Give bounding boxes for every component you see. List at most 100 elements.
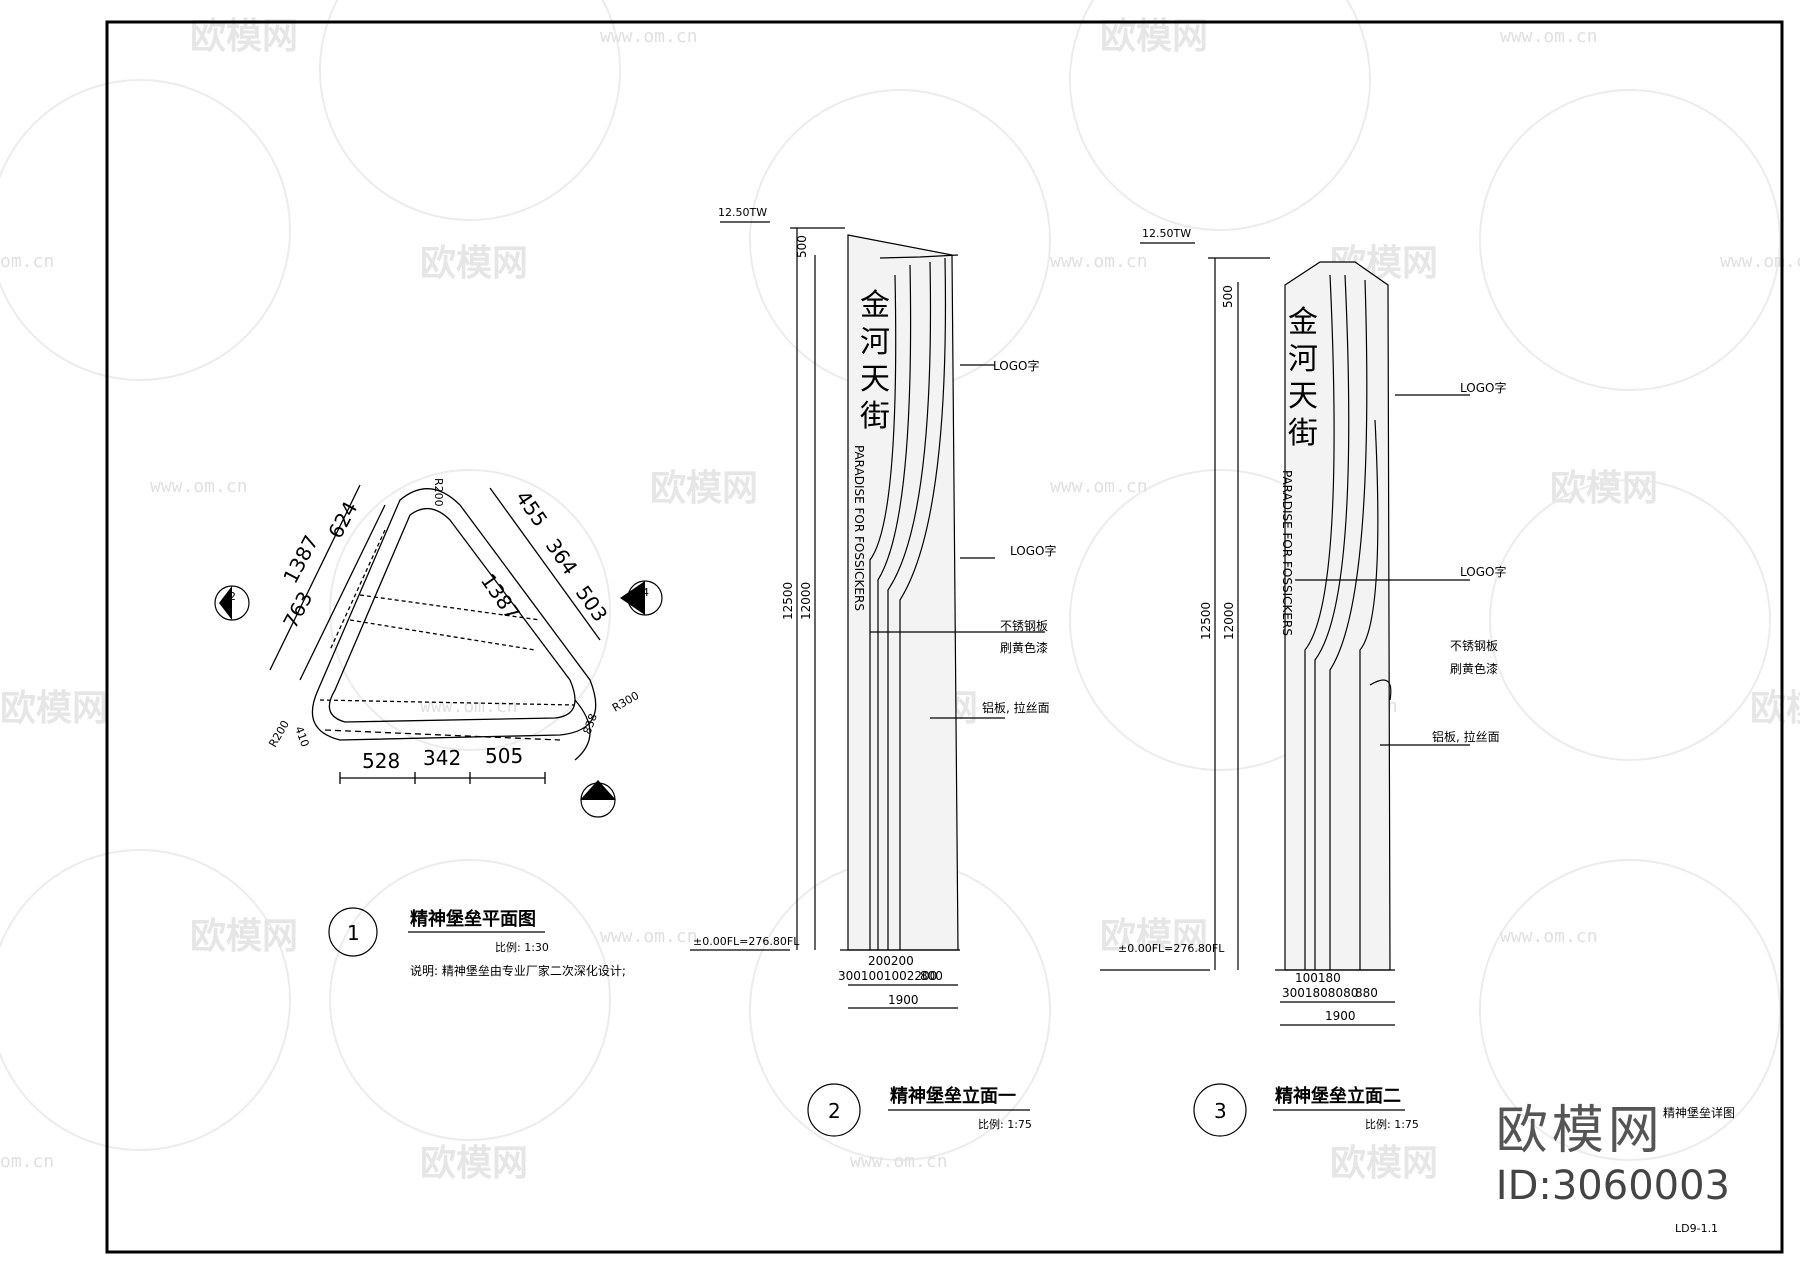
elevation-2-labels: 12.50TW ±0.00FL=276.80FL 500 12500 12000…	[1118, 227, 1506, 1023]
radius-r200-top: R200	[432, 478, 445, 507]
svg-text:3: 3	[595, 785, 602, 798]
watermark-layer: 欧模网 欧模网 欧模网 欧模网 欧模网 欧模网 欧模网 欧模网 欧模网 欧模网 …	[0, 0, 1800, 1184]
elev1-title: 精神堡垒立面一	[890, 1085, 1016, 1107]
elev1-hdim-row: 3001001002200	[838, 969, 937, 983]
watermark-url: www.om.cn	[600, 926, 698, 947]
elev1-number: 2	[828, 1099, 841, 1123]
elev1-top-level: 12.50TW	[718, 206, 767, 219]
elev2-logo-en: PARADISE FOR FOSSICKERS	[1280, 470, 1294, 636]
elev2-note-aluminium: 铝板, 拉丝面	[1432, 729, 1500, 744]
drawing-number: LD9-1.1	[1675, 1222, 1718, 1235]
elevation-2-drawing	[1100, 242, 1470, 1026]
elev1-dim-500: 500	[795, 235, 809, 258]
elev2-dim-12500: 12500	[1199, 602, 1213, 640]
dim-505: 505	[485, 744, 523, 768]
watermark-url: www.om.cn	[1050, 251, 1148, 272]
elev1-logo-char: 街	[860, 399, 890, 434]
dim-410: 410	[292, 725, 311, 749]
elev1-hdim-top: 200200	[868, 954, 914, 968]
elev2-hdim-880: 880	[1355, 986, 1378, 1000]
plan-drawing	[269, 484, 601, 784]
elevation-2-title-block: 3 精神堡垒立面二 比例: 1:75	[1193, 1083, 1419, 1137]
elev2-dim-12000: 12000	[1222, 602, 1236, 640]
dim-838: 838	[581, 712, 600, 736]
title-block: 精神堡垒详图 LD9-1.1	[1663, 1105, 1735, 1235]
elev2-logo-char: 街	[1288, 416, 1318, 451]
dim-528: 528	[362, 749, 400, 773]
plan-outline-inner	[328, 508, 576, 723]
section-marker-2: 2	[214, 585, 250, 621]
elev1-dim-12500: 12500	[781, 582, 795, 620]
section-marker-3: 3	[580, 780, 616, 818]
elevation-1-title-block: 2 精神堡垒立面一 比例: 1:75	[807, 1083, 1032, 1137]
plan-scale: 比例: 1:30	[495, 940, 549, 954]
plan-number: 1	[347, 921, 360, 945]
elev1-logo-en: PARADISE FOR FOSSICKERS	[852, 445, 866, 611]
elev2-base-level: ±0.00FL=276.80FL	[1118, 942, 1225, 955]
elev1-scale: 比例: 1:75	[978, 1117, 1032, 1131]
watermark-url: www.om.cn	[1050, 476, 1148, 497]
plan-dimension-labels: 1387 624 763 455 364 1387 503 528 342 50…	[266, 478, 641, 773]
plan-title-block: 1 精神堡垒平面图 比例: 1:30 说明: 精神堡垒由专业厂家二次深化设计;	[328, 907, 626, 978]
elev2-note-logo: LOGO字	[1460, 564, 1506, 579]
watermark-url: www.om.cn	[600, 26, 698, 47]
dim-624: 624	[323, 497, 362, 542]
watermark-url: om.cn	[0, 1151, 54, 1172]
dim-1387: 1387	[278, 531, 323, 587]
elevation-1-labels: 12.50TW ±0.00FL=276.80FL 500 12500 12000…	[693, 206, 1056, 1007]
radius-r200-left: R200	[266, 718, 292, 749]
watermark-brand: 欧模网	[650, 468, 758, 509]
watermark-url: www.om.cn	[150, 476, 248, 497]
watermark-url: www.om.cn	[1500, 26, 1598, 47]
plan-note: 说明: 精神堡垒由专业厂家二次深化设计;	[410, 963, 626, 978]
watermark-url: www.om.cn	[1720, 251, 1800, 272]
dim-1387b: 1387	[476, 569, 525, 624]
watermark-brand: 欧模网	[1330, 1143, 1438, 1184]
watermark-brand: 欧模网	[1550, 468, 1658, 509]
watermark-url: www.om.cn	[420, 696, 518, 717]
svg-text:4: 4	[642, 586, 649, 599]
brand-name: 欧模网	[1495, 1101, 1664, 1161]
elev1-note-aluminium: 铝板, 拉丝面	[982, 700, 1050, 715]
elev2-dim-500: 500	[1221, 285, 1235, 308]
elev2-note-logo: LOGO字	[1460, 380, 1506, 395]
elev1-logo-char: 天	[860, 362, 890, 397]
elev1-note-logo: LOGO字	[1010, 543, 1056, 558]
watermark-url: om.cn	[0, 251, 54, 272]
elev2-number: 3	[1214, 1099, 1227, 1123]
elev1-note-steel: 不锈钢板	[1000, 619, 1048, 633]
watermark-brand: 欧模网	[1100, 916, 1208, 957]
elev2-logo-char: 金	[1288, 305, 1318, 340]
elev2-note-paint: 刷黄色漆	[1450, 662, 1498, 676]
section-marker-4: 4	[620, 580, 663, 616]
elev1-note-paint: 刷黄色漆	[1000, 641, 1048, 655]
radius-r300: R300	[610, 689, 641, 715]
elev2-logo-char: 河	[1288, 342, 1318, 377]
title-block-label: 精神堡垒详图	[1663, 1105, 1735, 1120]
brand-id: ID:3060003	[1495, 1163, 1730, 1209]
elev2-hdim-total: 1900	[1325, 1009, 1356, 1023]
elev2-hdim-top: 100180	[1295, 971, 1341, 985]
watermark-brand: 欧模网	[1750, 688, 1800, 729]
watermark-brand: 欧模网	[420, 243, 528, 284]
plan-outline-outer	[311, 487, 597, 741]
dim-364: 364	[541, 534, 583, 579]
watermark-url: www.om.cn	[850, 1151, 948, 1172]
brand-watermark: 欧模网 ID:3060003	[1496, 1088, 1730, 1209]
elev2-logo-char: 天	[1288, 379, 1318, 414]
dim-503: 503	[571, 581, 613, 626]
watermark-brand: 欧模网	[0, 688, 108, 729]
sheet-border	[105, 20, 1784, 1254]
elev1-dim-12000: 12000	[799, 582, 813, 620]
svg-text:2: 2	[229, 590, 236, 603]
elev1-logo-char: 金	[860, 288, 890, 323]
elev2-top-level: 12.50TW	[1142, 227, 1191, 240]
elev1-base-level: ±0.00FL=276.80FL	[693, 935, 800, 948]
watermark-brand: 欧模网	[190, 916, 298, 957]
elev2-scale: 比例: 1:75	[1365, 1117, 1419, 1131]
elev2-note-steel: 不锈钢板	[1450, 639, 1498, 653]
plan-title: 精神堡垒平面图	[410, 908, 536, 930]
dim-763: 763	[278, 587, 317, 632]
elev1-logo-char: 河	[860, 325, 890, 360]
